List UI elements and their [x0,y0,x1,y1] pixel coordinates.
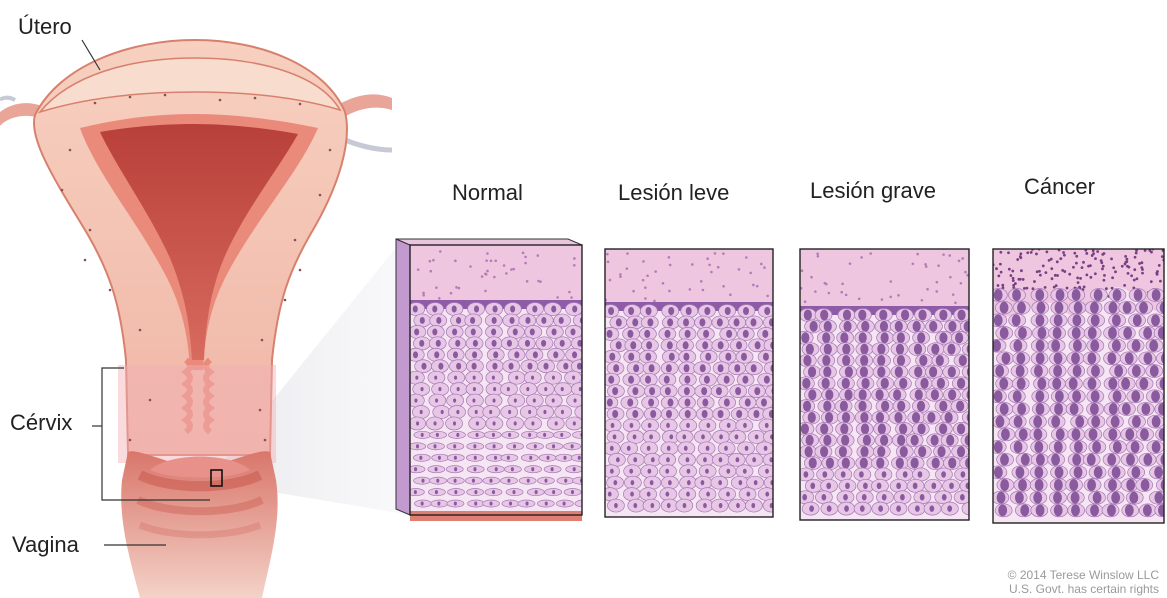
panel-title-normal: Normal [452,180,523,206]
histology-panel-normal [396,239,592,521]
histology-panel-severe [796,249,979,520]
uterus-label: Útero [18,14,72,40]
panel-title-mild-lesion: Lesión leve [618,180,729,206]
cervix-highlight [118,365,276,463]
histology-panel-mild [601,249,783,517]
panel-title-severe-lesion: Lesión grave [810,178,936,204]
copyright-line-1: © 2014 Terese Winslow LLC [1008,568,1159,582]
cervix-label: Cérvix [10,410,72,436]
vagina-label: Vagina [12,532,79,558]
panel-title-cancer: Cáncer [1024,174,1095,200]
copyright-notice: © 2014 Terese Winslow LLC U.S. Govt. has… [1008,568,1159,596]
copyright-line-2: U.S. Govt. has certain rights [1008,582,1159,596]
histology-panel-cancer [989,248,1167,523]
